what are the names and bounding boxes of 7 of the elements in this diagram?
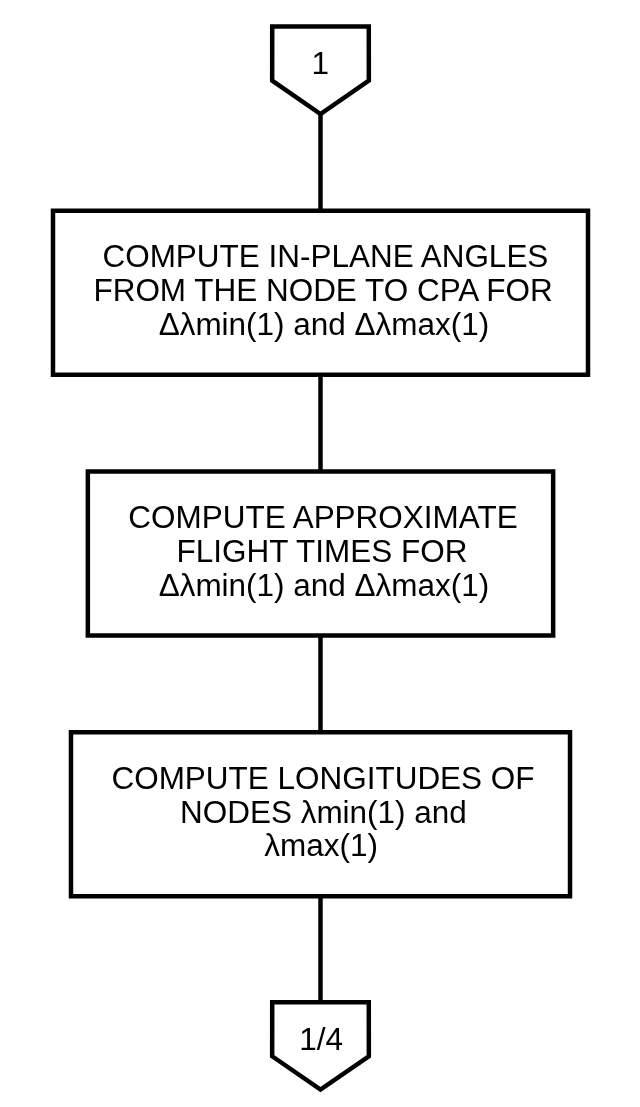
connector — [317, 896, 323, 1002]
node-box: COMPUTE APPROXIMATE FLIGHT TIMES FOR Δλmin(1) and Δλmax(1) — [85, 469, 555, 638]
node-box: COMPUTE LONGITUDES OF NODES λmin(1) and λmax(1) — [68, 729, 572, 899]
node-box: COMPUTE IN-PLANE ANGLES FROM THE NODE TO CPA FOR Δλmin(1) and Δλmax(1) — [50, 208, 590, 378]
connector — [317, 114, 323, 211]
connector — [317, 636, 323, 732]
connector — [317, 375, 323, 472]
